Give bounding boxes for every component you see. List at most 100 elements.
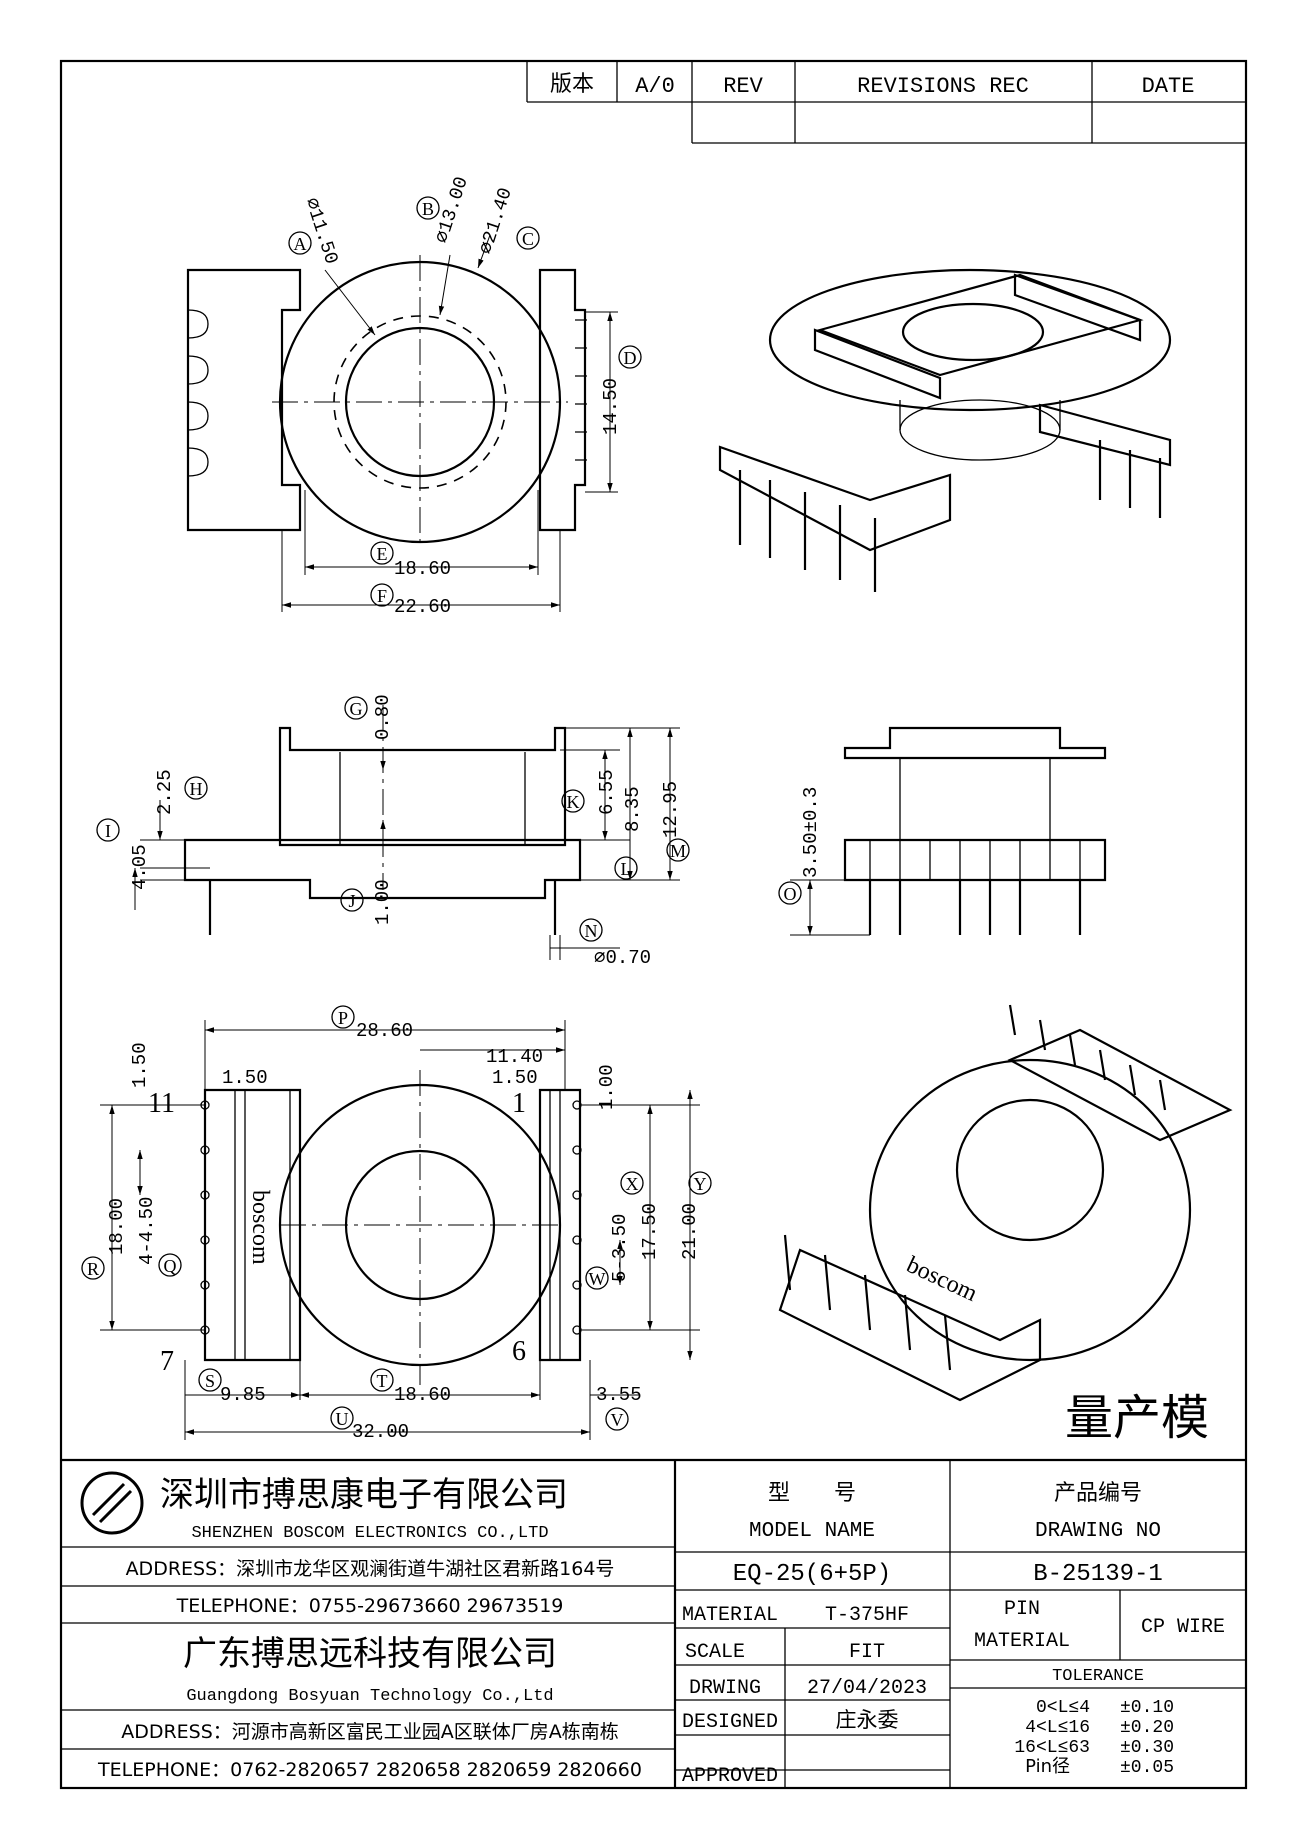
callout-V: V 3.55 (596, 1384, 642, 1431)
svg-text:I: I (105, 821, 111, 841)
callout-A: A ⌀11.50 (288, 195, 342, 267)
tolerance-range-1: 4<L≤16 (1025, 1718, 1090, 1738)
model-name-en: MODEL NAME (749, 1520, 875, 1543)
svg-text:W: W (589, 1269, 606, 1289)
svg-text:U: U (336, 1409, 349, 1429)
svg-text:14.50: 14.50 (600, 378, 622, 435)
callout-J: J 1.00 (340, 879, 394, 925)
svg-text:G: G (350, 699, 363, 719)
callout-G: G 0.80 (344, 694, 394, 740)
svg-text:R: R (87, 1259, 99, 1279)
callout-H: H 2.25 (154, 769, 208, 815)
callout-R: R 18.00 (81, 1198, 128, 1280)
tolerance-value-0: ±0.10 (1120, 1698, 1174, 1718)
callout-Q: Q 4-4.50 (136, 1197, 182, 1277)
svg-text:M: M (670, 841, 686, 861)
tolerance-range-0: 0<L≤4 (1036, 1698, 1090, 1718)
svg-text:V: V (611, 1410, 624, 1430)
svg-text:8.35: 8.35 (622, 786, 644, 832)
drawing-label: DRWING (689, 1677, 761, 1700)
svg-text:0.80: 0.80 (372, 694, 394, 740)
model-name-cn: 型 号 (768, 1481, 856, 1506)
callout-D: D 14.50 (600, 345, 642, 435)
tolerance-range-2: 16<L≤63 (1014, 1738, 1090, 1758)
callout-C: C ⌀21.40 (475, 185, 540, 257)
callout-P: P 28.60 (331, 1005, 413, 1042)
address1: ADDRESS：深圳市龙华区观澜街道牛湖社区君新路164号 (126, 1558, 615, 1580)
svg-text:J: J (348, 891, 355, 911)
svg-text:K: K (567, 792, 580, 812)
svg-text:C: C (522, 229, 534, 249)
company2-en: Guangdong Bosyuan Technology Co.,Ltd (186, 1687, 553, 1706)
dim-11-40: 11.40 (486, 1046, 543, 1068)
dim-1-50-left: 1.50 (222, 1067, 268, 1089)
callout-L: L 8.35 (614, 786, 644, 880)
svg-text:1.00: 1.00 (372, 879, 394, 925)
pin-material-label-1: PIN (1004, 1598, 1040, 1621)
svg-text:18.00: 18.00 (106, 1198, 128, 1255)
telephone2: TELEPHONE：0762-2820657 2820658 2820659 2… (97, 1759, 642, 1781)
drawing-no-cn: 产品编号 (1054, 1481, 1142, 1506)
version-label: 版本 (550, 72, 594, 97)
callout-B: B ⌀13.00 (416, 174, 473, 246)
title-block (61, 1458, 1246, 1788)
svg-text:A: A (294, 234, 307, 254)
telephone1: TELEPHONE：0755-29673660 29673519 (176, 1595, 564, 1617)
svg-text:9.85: 9.85 (220, 1384, 266, 1406)
approved-label: APPROVED (682, 1765, 778, 1788)
pin-material-value: CP WIRE (1141, 1616, 1225, 1639)
tolerance-range-3: Pin径 (1025, 1756, 1070, 1777)
scale-value: FIT (849, 1641, 885, 1664)
svg-text:22.60: 22.60 (394, 596, 451, 618)
svg-text:E: E (377, 544, 388, 564)
svg-text:F: F (377, 586, 387, 606)
material-label: MATERIAL (682, 1604, 778, 1627)
iso-view-bottom: boscom (778, 1004, 1233, 1402)
front-view (790, 726, 1107, 936)
callout-T: T 18.60 (370, 1368, 451, 1406)
boscom-logo-icon (80, 1471, 144, 1535)
pin-label-6: 6 (512, 1336, 526, 1367)
svg-text:17.50: 17.50 (639, 1203, 661, 1260)
iso-logo: boscom (902, 1252, 981, 1307)
svg-text:21.00: 21.00 (679, 1203, 701, 1260)
svg-text:X: X (626, 1174, 639, 1194)
callout-N: N ⌀0.70 (579, 918, 651, 969)
svg-text:3.55: 3.55 (596, 1384, 642, 1406)
svg-text:Y: Y (694, 1174, 707, 1194)
company1-cn: 深圳市搏思康电子有限公司 (160, 1475, 568, 1515)
iso-view-top (718, 268, 1172, 592)
svg-text:N: N (585, 921, 598, 941)
svg-text:3.50±0.3: 3.50±0.3 (800, 787, 822, 878)
svg-text:S: S (205, 1371, 215, 1391)
svg-text:⌀0.70: ⌀0.70 (594, 947, 651, 969)
svg-text:32.00: 32.00 (352, 1421, 409, 1443)
svg-text:⌀21.40: ⌀21.40 (475, 185, 517, 257)
svg-text:L: L (621, 859, 632, 879)
company1-en: SHENZHEN BOSCOM ELECTRONICS CO.,LTD (191, 1524, 548, 1543)
dim-1-50-vertical: 1.50 (129, 1042, 151, 1088)
model-value: EQ-25(6+5P) (733, 1561, 891, 1588)
svg-text:⌀11.50: ⌀11.50 (300, 195, 342, 267)
svg-text:4.05: 4.05 (129, 844, 151, 890)
version-value: A/0 (635, 74, 675, 99)
callout-X: X 17.50 (620, 1171, 661, 1260)
pin-material-label-2: MATERIAL (974, 1630, 1070, 1653)
scale-label: SCALE (685, 1641, 745, 1664)
drawing-date: 27/04/2023 (807, 1677, 927, 1700)
svg-text:12.95: 12.95 (660, 781, 682, 838)
callout-W: W 5-3.50 (585, 1214, 631, 1290)
side-view (132, 705, 680, 960)
svg-text:D: D (624, 348, 637, 368)
svg-text:4-4.50: 4-4.50 (136, 1197, 158, 1265)
callout-Y: Y 21.00 (679, 1171, 712, 1260)
date-label: DATE (1142, 74, 1195, 99)
svg-text:P: P (338, 1008, 348, 1028)
callout-U: U 32.00 (330, 1406, 409, 1443)
top-view (186, 234, 618, 612)
callout-F: F 22.60 (370, 583, 451, 618)
designed-value: 庄永委 (836, 1708, 899, 1732)
svg-text:Q: Q (164, 1256, 177, 1276)
material-value: T-375HF (825, 1604, 909, 1627)
